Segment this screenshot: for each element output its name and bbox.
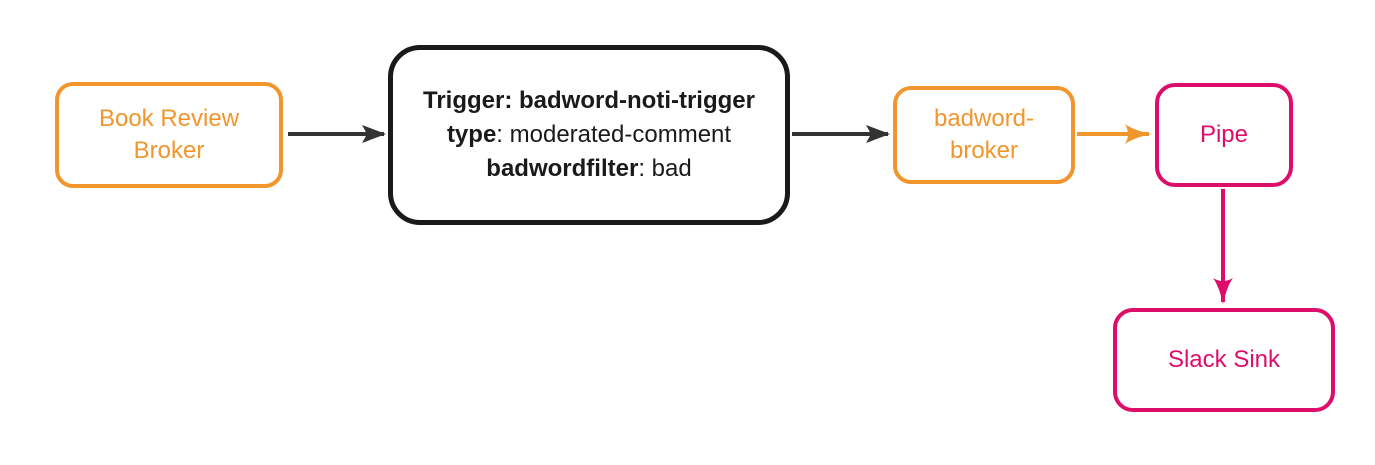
node-label: Book Review Broker: [98, 105, 240, 164]
node-badword-broker: badword-broker: [893, 86, 1075, 184]
node-pipe: Pipe: [1155, 83, 1293, 187]
trigger-attr-value: : moderated-comment: [496, 121, 732, 148]
node-label: Slack Sink: [1167, 346, 1281, 374]
trigger-attr-type: type: moderated-comment: [447, 118, 731, 152]
trigger-attr-key: badwordfilter: [486, 155, 639, 182]
node-trigger-badword-noti: Trigger: badword-noti-trigger type: mode…: [388, 45, 790, 225]
trigger-title: Trigger: badword-noti-trigger: [423, 87, 755, 114]
node-label: Pipe: [1199, 121, 1249, 149]
trigger-attr-badwordfilter: badwordfilter: bad: [486, 152, 691, 186]
node-book-review-broker: Book Review Broker: [55, 82, 283, 188]
trigger-attr-value: : bad: [638, 155, 692, 182]
node-label: badword-broker: [933, 105, 1035, 164]
node-slack-sink: Slack Sink: [1113, 308, 1335, 412]
trigger-attr-key: type: [446, 121, 497, 148]
